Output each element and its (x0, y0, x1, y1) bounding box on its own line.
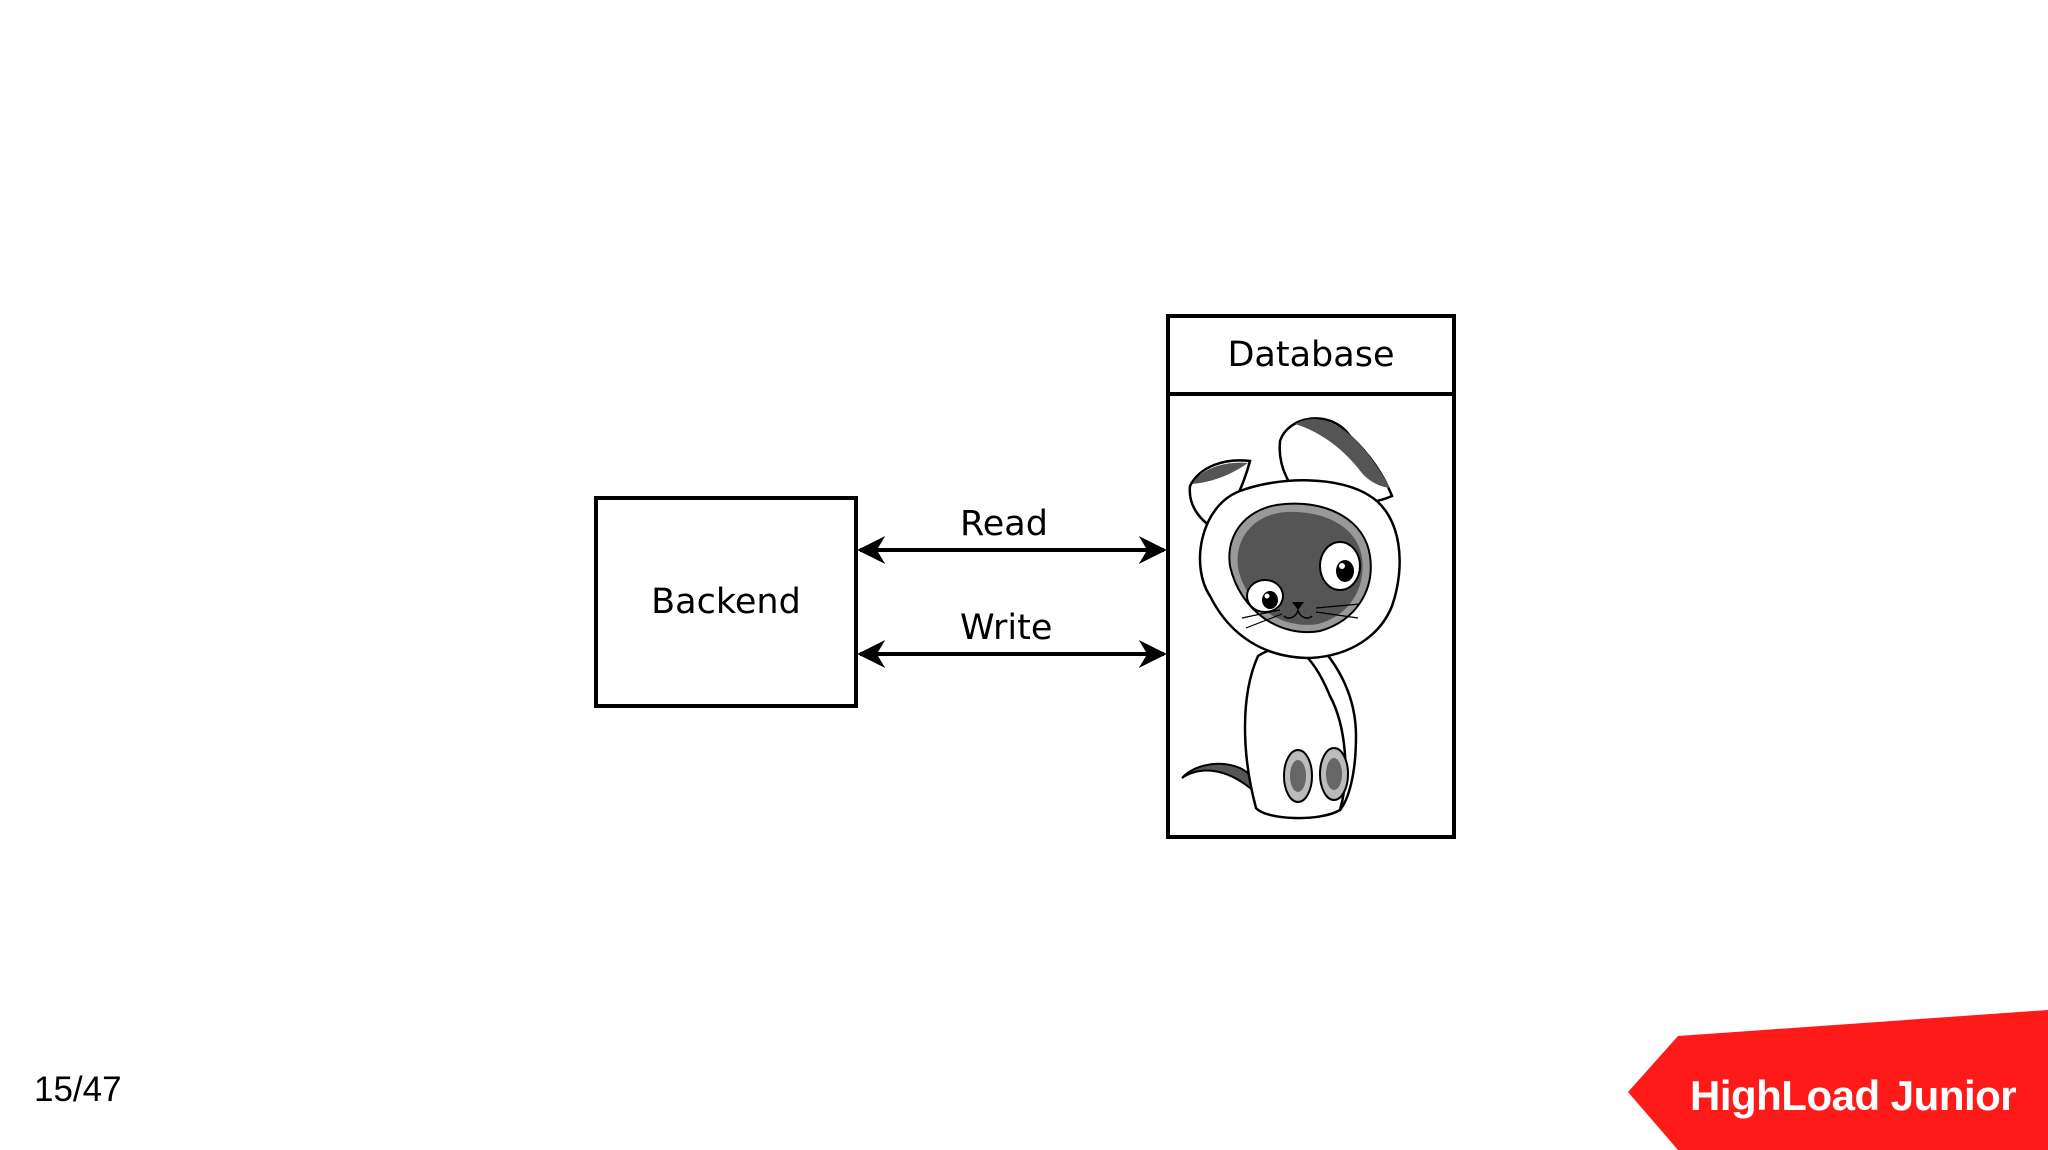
database-label: Database (1227, 335, 1395, 375)
cat-icon (1181, 417, 1401, 820)
backend-label: Backend (651, 582, 801, 622)
brand-banner (1628, 1010, 2048, 1150)
page-number: 15/47 (34, 1070, 122, 1109)
brand-logo-text: HighLoad Junior (1690, 1072, 2017, 1119)
read-label: Read (960, 504, 1048, 544)
write-label: Write (960, 608, 1053, 648)
backend-box: Backend (594, 496, 858, 708)
database-box: Database (1166, 314, 1456, 839)
database-header: Database (1170, 318, 1452, 396)
